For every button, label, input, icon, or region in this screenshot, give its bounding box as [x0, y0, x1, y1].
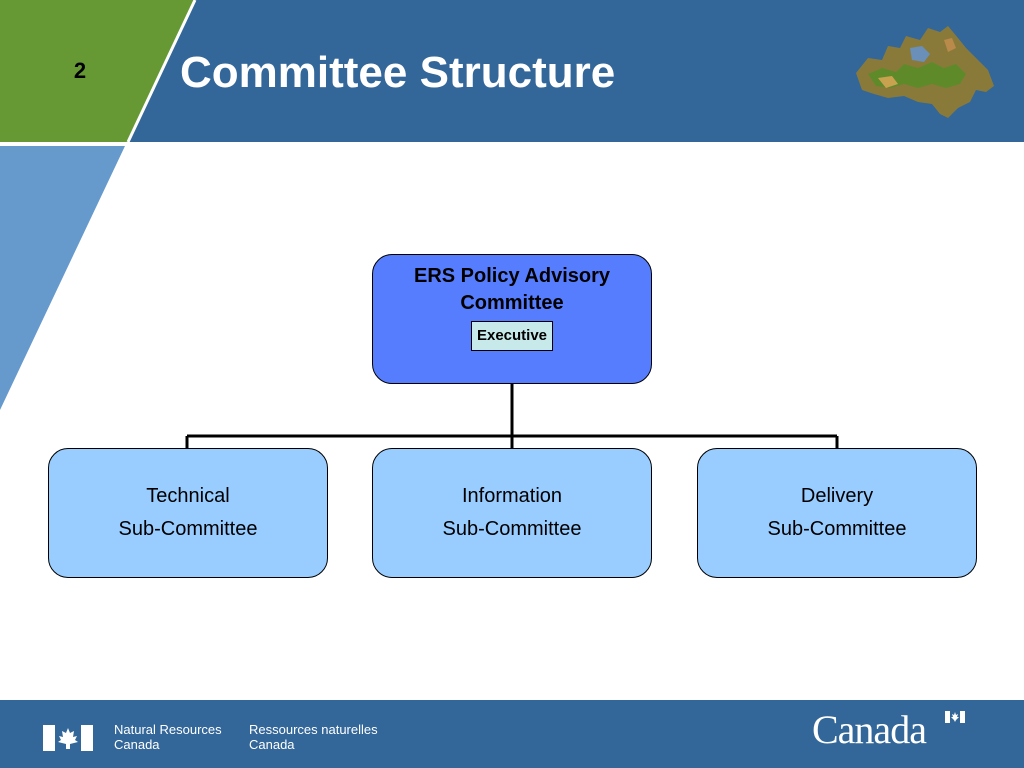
org-node-information-sub-committee: Information Sub-Committee	[372, 448, 652, 578]
org-node-line1: Information	[461, 485, 563, 507]
org-node-line2: Sub-Committee	[118, 518, 258, 540]
org-node-policy-advisory-committee: ERS Policy Advisory Committee Executive	[372, 254, 652, 384]
org-node-technical-sub-committee: Technical Sub-Committee	[48, 448, 328, 578]
org-node-line1: Delivery	[800, 485, 874, 507]
department-name-french: Ressources naturelles Canada	[249, 722, 399, 752]
left-wedge	[0, 146, 125, 410]
org-node-line2: Sub-Committee	[442, 518, 582, 540]
canada-flag-icon	[43, 725, 93, 751]
department-en-line2: Canada	[114, 737, 160, 752]
department-fr-line1: Ressources naturelles	[249, 722, 378, 737]
header-green-tab	[0, 0, 195, 142]
department-fr-line2: Canada	[249, 737, 295, 752]
header-divider	[126, 0, 197, 143]
org-node-delivery-sub-committee: Delivery Sub-Committee	[697, 448, 977, 578]
org-node-line2: Sub-Committee	[767, 518, 907, 540]
department-en-line1: Natural Resources	[114, 722, 222, 737]
executive-badge: Executive	[470, 321, 554, 351]
slide-title: Committee Structure	[180, 48, 616, 97]
org-node-line1: Technical	[146, 485, 230, 507]
wordmark-flag-icon	[945, 711, 965, 723]
canada-wordmark: Canada	[812, 707, 927, 752]
footer-band	[0, 700, 1024, 768]
slide-number: 2	[73, 58, 87, 83]
org-node-label: ERS Policy Advisory Committee	[414, 265, 610, 314]
department-name-english: Natural Resources Canada	[114, 722, 244, 752]
canada-map-icon	[856, 26, 994, 118]
